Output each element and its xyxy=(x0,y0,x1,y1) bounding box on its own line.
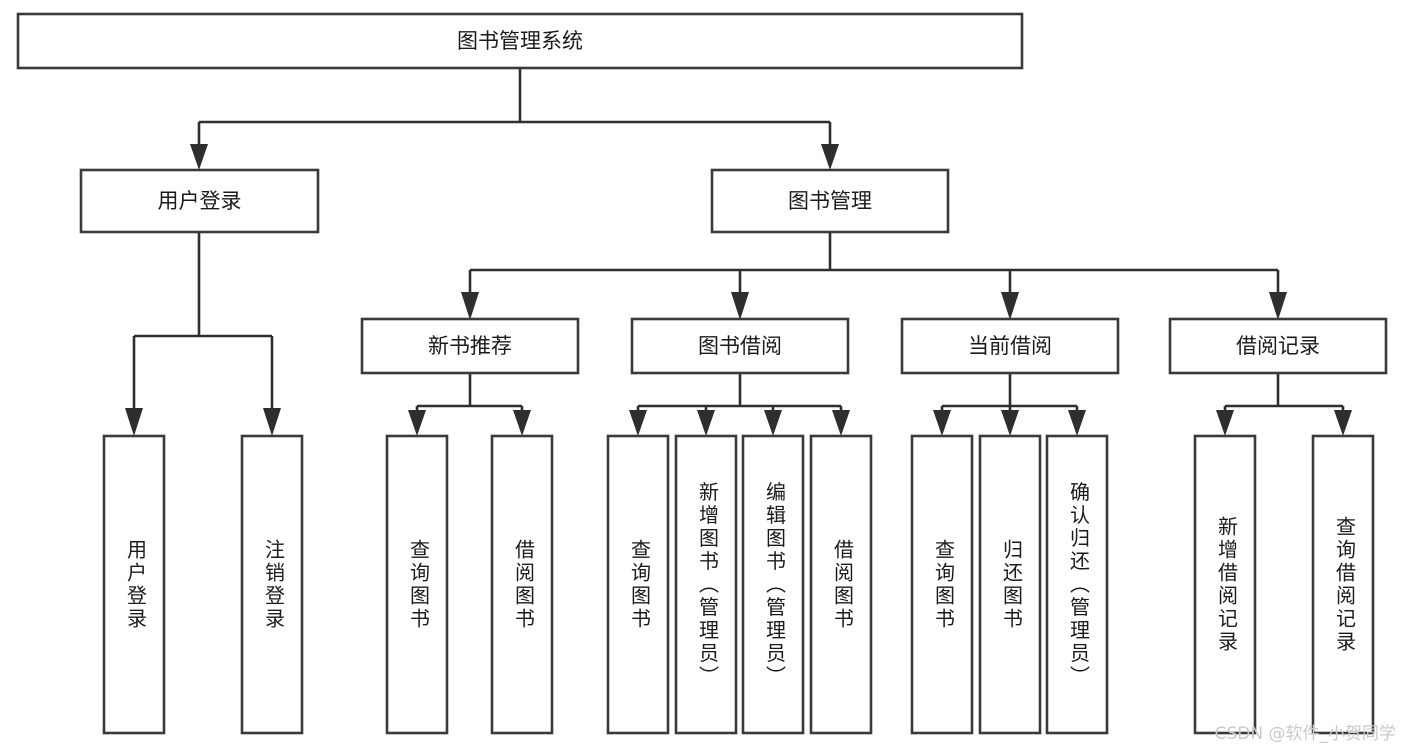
leaf-new-book-1[interactable]: 借阅图书 xyxy=(490,434,554,735)
leaf-records-0-box[interactable] xyxy=(1193,434,1257,735)
node-root-label: 图书管理系统 xyxy=(457,29,583,53)
node-book-borrow[interactable]: 图书借阅 xyxy=(630,317,850,375)
arrow-to-new-book-icon xyxy=(461,292,479,320)
node-book-management[interactable]: 图书管理 xyxy=(710,168,950,234)
leaf-user-login-1-box[interactable] xyxy=(240,434,304,735)
leaf-user-login-1-label: 注销登录 xyxy=(262,539,286,631)
node-user-login-box[interactable] xyxy=(79,168,320,234)
leaf-borrow-1[interactable]: 新增图书（管理员） xyxy=(674,434,738,735)
node-book-management-label: 图书管理 xyxy=(788,189,872,213)
arrow-borrow-leaf-0-icon xyxy=(629,410,647,436)
connector-layer xyxy=(125,68,1352,436)
arrow-to-records-icon xyxy=(1269,292,1287,320)
leaf-borrow-2-label: 编辑图书（管理员） xyxy=(763,481,787,688)
leaf-borrow-1-box[interactable] xyxy=(674,434,738,735)
arrow-to-borrow-icon xyxy=(731,292,749,320)
leaf-current-1-box[interactable] xyxy=(978,434,1042,735)
arrow-borrow-leaf-2-icon xyxy=(764,410,782,436)
arrow-current-leaf-2-icon xyxy=(1068,410,1086,436)
leaf-records-1-box[interactable] xyxy=(1311,434,1375,735)
node-current-borrow-label: 当前借阅 xyxy=(968,334,1052,358)
leaf-current-1-label: 归还图书 xyxy=(1000,539,1024,631)
leaf-new-book-0-label: 查询图书 xyxy=(407,539,431,631)
leaf-new-book-1-label: 借阅图书 xyxy=(512,539,536,631)
node-book-borrow-label: 图书借阅 xyxy=(698,334,782,358)
node-current-borrow[interactable]: 当前借阅 xyxy=(900,317,1120,375)
leaf-records-0-label: 新增借阅记录 xyxy=(1215,516,1239,654)
arrow-to-user-login-icon xyxy=(190,144,208,170)
node-current-borrow-box[interactable] xyxy=(900,317,1120,375)
node-root[interactable]: 图书管理系统 xyxy=(16,12,1024,70)
leaf-current-2[interactable]: 确认归还（管理员） xyxy=(1045,434,1109,735)
leaf-current-0-box[interactable] xyxy=(910,434,974,735)
arrow-new-book-leaf-0-icon xyxy=(408,410,426,436)
leaf-records-1-label: 查询借阅记录 xyxy=(1333,516,1357,654)
leaf-new-book-0-box[interactable] xyxy=(385,434,449,735)
arrow-borrow-leaf-1-icon xyxy=(697,410,715,436)
node-new-book-recommend-label: 新书推荐 xyxy=(428,334,512,358)
node-new-book-recommend-box[interactable] xyxy=(360,317,580,375)
leaf-records-0[interactable]: 新增借阅记录 xyxy=(1193,434,1257,735)
arrow-current-leaf-1-icon xyxy=(1001,410,1019,436)
leaf-current-1[interactable]: 归还图书 xyxy=(978,434,1042,735)
leaf-borrow-3[interactable]: 借阅图书 xyxy=(809,434,873,735)
node-borrow-records-box[interactable] xyxy=(1168,317,1388,375)
leaf-borrow-2[interactable]: 编辑图书（管理员） xyxy=(741,434,805,735)
leaf-user-login-1[interactable]: 注销登录 xyxy=(240,434,304,735)
leaf-records-1[interactable]: 查询借阅记录 xyxy=(1311,434,1375,735)
node-borrow-records[interactable]: 借阅记录 xyxy=(1168,317,1388,375)
node-user-login[interactable]: 用户登录 xyxy=(79,168,320,234)
leaf-borrow-0-label: 查询图书 xyxy=(628,539,652,631)
node-book-borrow-box[interactable] xyxy=(630,317,850,375)
leaf-new-book-1-box[interactable] xyxy=(490,434,554,735)
leaf-borrow-0[interactable]: 查询图书 xyxy=(606,434,670,735)
leaf-new-book-0[interactable]: 查询图书 xyxy=(385,434,449,735)
leaf-borrow-1-label: 新增图书（管理员） xyxy=(696,481,720,688)
node-new-book-recommend[interactable]: 新书推荐 xyxy=(360,317,580,375)
leaf-user-login-0-box[interactable] xyxy=(102,434,166,735)
arrow-current-leaf-0-icon xyxy=(933,410,951,436)
arrow-user-login-leaf-1-icon xyxy=(263,408,281,436)
arrow-new-book-leaf-1-icon xyxy=(513,410,531,436)
arrow-user-login-leaf-0-icon xyxy=(125,408,143,436)
leaf-user-login-0[interactable]: 用户登录 xyxy=(102,434,166,735)
leaf-borrow-3-label: 借阅图书 xyxy=(831,539,855,631)
node-borrow-records-label: 借阅记录 xyxy=(1236,334,1320,358)
leaf-current-2-label: 确认归还（管理员） xyxy=(1067,481,1091,688)
leaf-user-login-0-label: 用户登录 xyxy=(124,539,148,631)
leaf-borrow-0-box[interactable] xyxy=(606,434,670,735)
leaf-current-2-box[interactable] xyxy=(1045,434,1109,735)
node-user-login-label: 用户登录 xyxy=(158,189,242,213)
leaf-borrow-2-box[interactable] xyxy=(741,434,805,735)
arrow-records-leaf-0-icon xyxy=(1216,410,1234,436)
node-root-box[interactable] xyxy=(16,12,1024,70)
node-book-management-box[interactable] xyxy=(710,168,950,234)
leaf-borrow-3-box[interactable] xyxy=(809,434,873,735)
leaf-current-0[interactable]: 查询图书 xyxy=(910,434,974,735)
leaf-current-0-label: 查询图书 xyxy=(932,539,956,631)
arrow-borrow-leaf-3-icon xyxy=(832,410,850,436)
arrow-to-book-mgmt-icon xyxy=(821,144,839,170)
arrow-to-current-icon xyxy=(1001,292,1019,320)
arrow-records-leaf-1-icon xyxy=(1334,410,1352,436)
